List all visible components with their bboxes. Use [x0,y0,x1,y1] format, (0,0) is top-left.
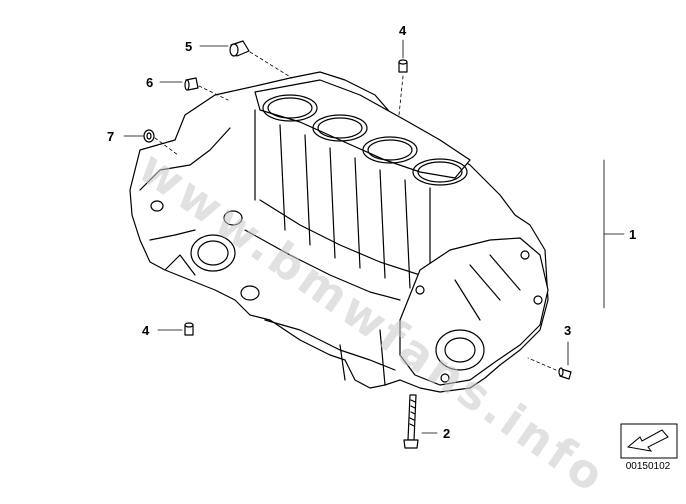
flange-holes [415,250,543,383]
rear-ribs [454,254,521,321]
side-ribs [254,109,431,291]
engine-block-diagram [123,39,678,459]
bottom-rail [264,319,396,386]
part-pin-6 [184,77,199,91]
cylinder-bore-1-inner [267,97,313,119]
boss-left-upper [223,210,243,226]
cylinder-bore-4-inner [417,161,463,183]
callout-2: 2 [443,426,451,441]
cylinder-bore-3-inner [367,139,413,161]
cylinder-bore-3 [362,136,418,164]
leader-3-ext [527,357,557,371]
callout-3: 3 [564,323,572,338]
callout-5: 5 [185,39,193,54]
part-bolt-2 [403,394,419,449]
leader-lines [123,39,625,434]
part-dowel-sleeve [229,40,250,57]
part-plug-3 [558,367,572,380]
reference-arrow-icon [626,429,669,452]
coolant-port-inner [197,240,229,266]
leader-5-ext [249,51,293,79]
part-dowel-pin-lower [184,322,194,336]
part-ring-7 [143,129,155,143]
leader-6-ext [198,85,229,101]
callout-4-upper: 4 [399,23,407,38]
front-end-detail [139,127,231,276]
leader-7-ext [154,137,179,156]
boss-left-lower [240,285,260,301]
reference-code: 00150102 [625,461,671,472]
leader-4-upper-ext [398,75,404,116]
callout-1: 1 [629,227,637,242]
crankshaft-bore [435,329,485,371]
cylinder-bore-1 [262,94,318,122]
cylinder-bore-2 [312,114,368,142]
cylinder-bore-4 [412,158,468,186]
side-ribs-lower [244,199,421,301]
engine-block [129,71,549,393]
callout-7: 7 [107,129,115,144]
part-dowel-pin-upper [398,59,408,73]
reference-box [620,423,678,459]
callout-4-lower: 4 [142,323,150,338]
cylinder-bore-2-inner [317,117,363,139]
coolant-port [190,234,236,272]
boss-front [150,200,164,212]
callout-6: 6 [146,75,154,90]
crankshaft-bore-inner [444,337,476,363]
